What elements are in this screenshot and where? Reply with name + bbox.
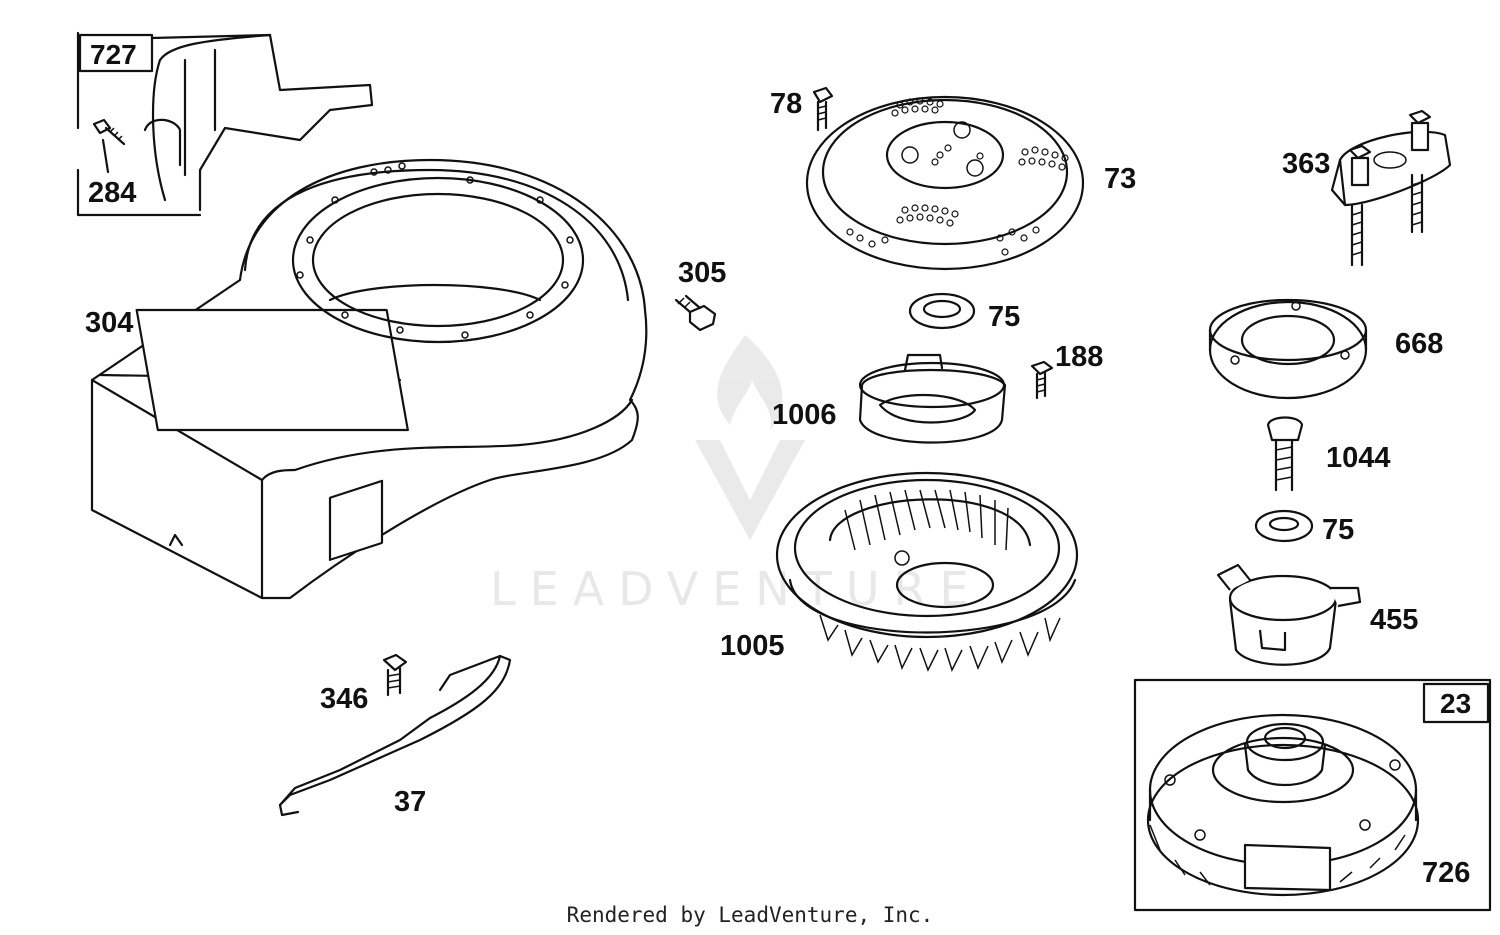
- label-346: 346: [320, 683, 368, 715]
- label-188: 188: [1055, 341, 1103, 373]
- part-304-blower-housing: [90, 158, 648, 600]
- label-1006: 1006: [772, 399, 837, 431]
- part-23-flywheel-assembly: [1133, 678, 1492, 912]
- label-305: 305: [678, 257, 726, 289]
- label-668: 668: [1395, 328, 1443, 360]
- part-37-air-guide: [278, 654, 512, 817]
- part-304-holes: [296, 162, 574, 339]
- part-305-bolt: [674, 294, 717, 332]
- part-78-bolt: [812, 86, 834, 132]
- label-73: 73: [1104, 163, 1136, 195]
- label-23: 23: [1440, 688, 1471, 719]
- part-75-washer-lower: [1254, 509, 1314, 543]
- watermark-text: LEADVENTURE: [490, 562, 983, 616]
- label-37: 37: [394, 786, 426, 818]
- part-284-bolt: [92, 118, 126, 174]
- part-668-plate: [1208, 298, 1368, 400]
- label-75-lower: 75: [1322, 514, 1354, 546]
- part-455-cup: [1216, 563, 1362, 666]
- watermark: LEADVENTURE: [490, 335, 983, 616]
- part-73-rotating-screen: [805, 95, 1085, 271]
- label-78: 78: [770, 88, 802, 120]
- label-455: 455: [1370, 604, 1418, 636]
- label-363: 363: [1282, 148, 1330, 180]
- part-727-shroud: [76, 31, 374, 217]
- footer-credit: Rendered by LeadVenture, Inc.: [567, 903, 934, 927]
- label-1044: 1044: [1326, 442, 1391, 474]
- part-188-screw: [1030, 360, 1054, 400]
- part-labels: 727 284 304 305 78 73 75 188 1006 1005 3…: [85, 39, 1471, 889]
- label-726: 726: [1422, 857, 1470, 889]
- label-284: 284: [88, 177, 136, 209]
- part-1006-starter-cup: [858, 353, 1007, 444]
- part-1044-bolt: [1266, 416, 1304, 492]
- part-75-washer-upper: [908, 292, 976, 330]
- label-75-upper: 75: [988, 301, 1020, 333]
- label-727: 727: [90, 39, 137, 70]
- part-1005-fan: [775, 471, 1079, 672]
- part-363-bracket: [1330, 109, 1452, 267]
- part-346-bolt: [382, 653, 408, 697]
- label-1005: 1005: [720, 630, 785, 662]
- label-304: 304: [85, 307, 133, 339]
